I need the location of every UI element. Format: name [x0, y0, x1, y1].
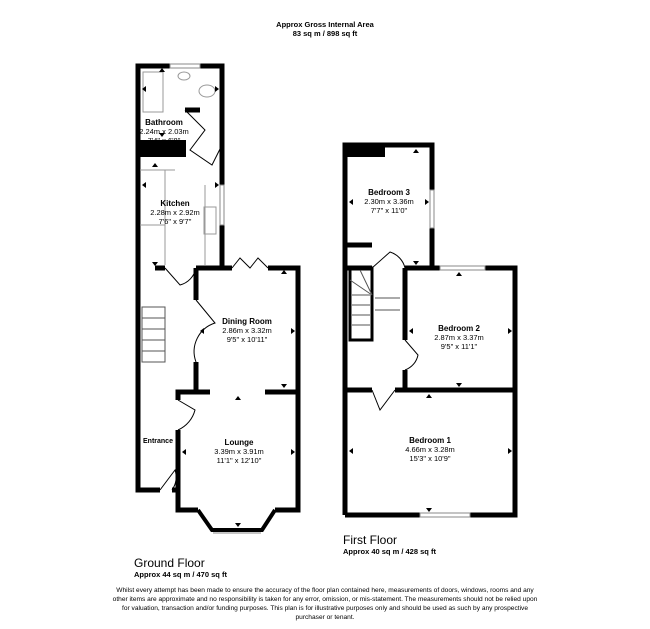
window-bedroom3: [429, 189, 435, 229]
wall-bedroom2: [405, 265, 518, 518]
room-metric: 3.39m x 3.91m: [214, 447, 264, 456]
bay-window: [196, 508, 277, 532]
wall-landing: [342, 242, 408, 515]
fixtures: [140, 71, 217, 265]
room-imperial: 7'4" x 6'8": [147, 136, 181, 145]
floor-area: Approx 44 sq m / 470 sq ft: [134, 570, 227, 579]
room-metric: 2.86m x 3.32m: [222, 326, 272, 335]
wall-entrance: [135, 265, 199, 493]
room-lounge: Lounge 3.39m x 3.91m 11'1" x 12'10": [214, 438, 264, 465]
room-imperial: 11'1" x 12'10": [216, 456, 262, 465]
stairs-first: [349, 269, 400, 326]
window-bedroom2: [439, 265, 486, 271]
room-bedroom-1: Bedroom 1 4.66m x 3.28m 15'3" x 10'9": [405, 436, 455, 463]
room-name: Entrance: [143, 438, 173, 445]
room-imperial: 7'7" x 11'0": [370, 206, 408, 215]
bath: [142, 71, 164, 113]
room-metric: 4.66m x 3.28m: [405, 445, 455, 454]
gross-area-header: Approx Gross Internal Area 83 sq m / 898…: [0, 20, 650, 38]
window-bathroom: [169, 63, 201, 69]
room-name: Bedroom 2: [438, 324, 480, 333]
room-dining-room: Dining Room 2.86m x 3.32m 9'5" x 10'11": [222, 317, 272, 344]
gross-area-value: 83 sq m / 898 sq ft: [292, 29, 358, 38]
kitchen-sink: [203, 206, 217, 235]
room-metric: 2.28m x 2.92m: [150, 208, 200, 217]
floor-area: Approx 40 sq m / 428 sq ft: [343, 547, 436, 556]
room-name: Bedroom 1: [409, 436, 451, 445]
stairs-ground: [141, 306, 166, 363]
room-bedroom-2: Bedroom 2 2.87m x 3.37m 9'5" x 11'1": [434, 324, 484, 351]
room-name: Dining Room: [222, 317, 272, 326]
room-imperial: 9'5" x 11'1": [440, 342, 478, 351]
room-metric: 2.30m x 3.36m: [364, 197, 414, 206]
door-swings: [159, 109, 419, 491]
room-imperial: 7'6" x 9'7": [158, 217, 192, 226]
gross-area-title: Approx Gross Internal Area: [276, 20, 374, 29]
disclaimer-text: Whilst every attempt has been made to en…: [112, 587, 538, 621]
toilet: [198, 84, 216, 98]
room-metric: 2.24m x 2.03m: [139, 127, 189, 136]
dimension-markers: [142, 68, 512, 527]
room-name: Lounge: [224, 438, 254, 447]
basin: [177, 71, 191, 81]
room-entrance: Entrance: [143, 437, 173, 446]
ground-floor-label: Ground Floor Approx 44 sq m / 470 sq ft: [134, 556, 227, 579]
wall-bedroom3: [342, 142, 435, 268]
room-imperial: 15'3" x 10'9": [409, 454, 451, 463]
wall-dining: [196, 265, 301, 395]
chimney-breast-first: [345, 145, 385, 157]
room-name: Bathroom: [145, 118, 183, 127]
room-kitchen: Kitchen 2.28m x 2.92m 7'6" x 9'7": [150, 199, 200, 226]
floor-name: Ground Floor: [134, 556, 205, 570]
chimney-breast-ground: [138, 140, 186, 157]
window-kitchen: [219, 184, 225, 226]
wall-lounge: [175, 392, 301, 513]
room-bedroom-3: Bedroom 3 2.30m x 3.36m 7'7" x 11'0": [364, 188, 414, 215]
room-name: Bedroom 3: [368, 188, 410, 197]
staircase-outline: [348, 266, 374, 342]
window-bedroom1: [419, 512, 471, 518]
room-name: Kitchen: [160, 199, 190, 208]
room-metric: 2.87m x 3.37m: [434, 333, 484, 342]
floor-name: First Floor: [343, 533, 397, 547]
first-floor-label: First Floor Approx 40 sq m / 428 sq ft: [343, 533, 436, 556]
room-bathroom: Bathroom 2.24m x 2.03m 7'4" x 6'8": [139, 118, 189, 145]
room-imperial: 9'5" x 10'11": [226, 335, 268, 344]
